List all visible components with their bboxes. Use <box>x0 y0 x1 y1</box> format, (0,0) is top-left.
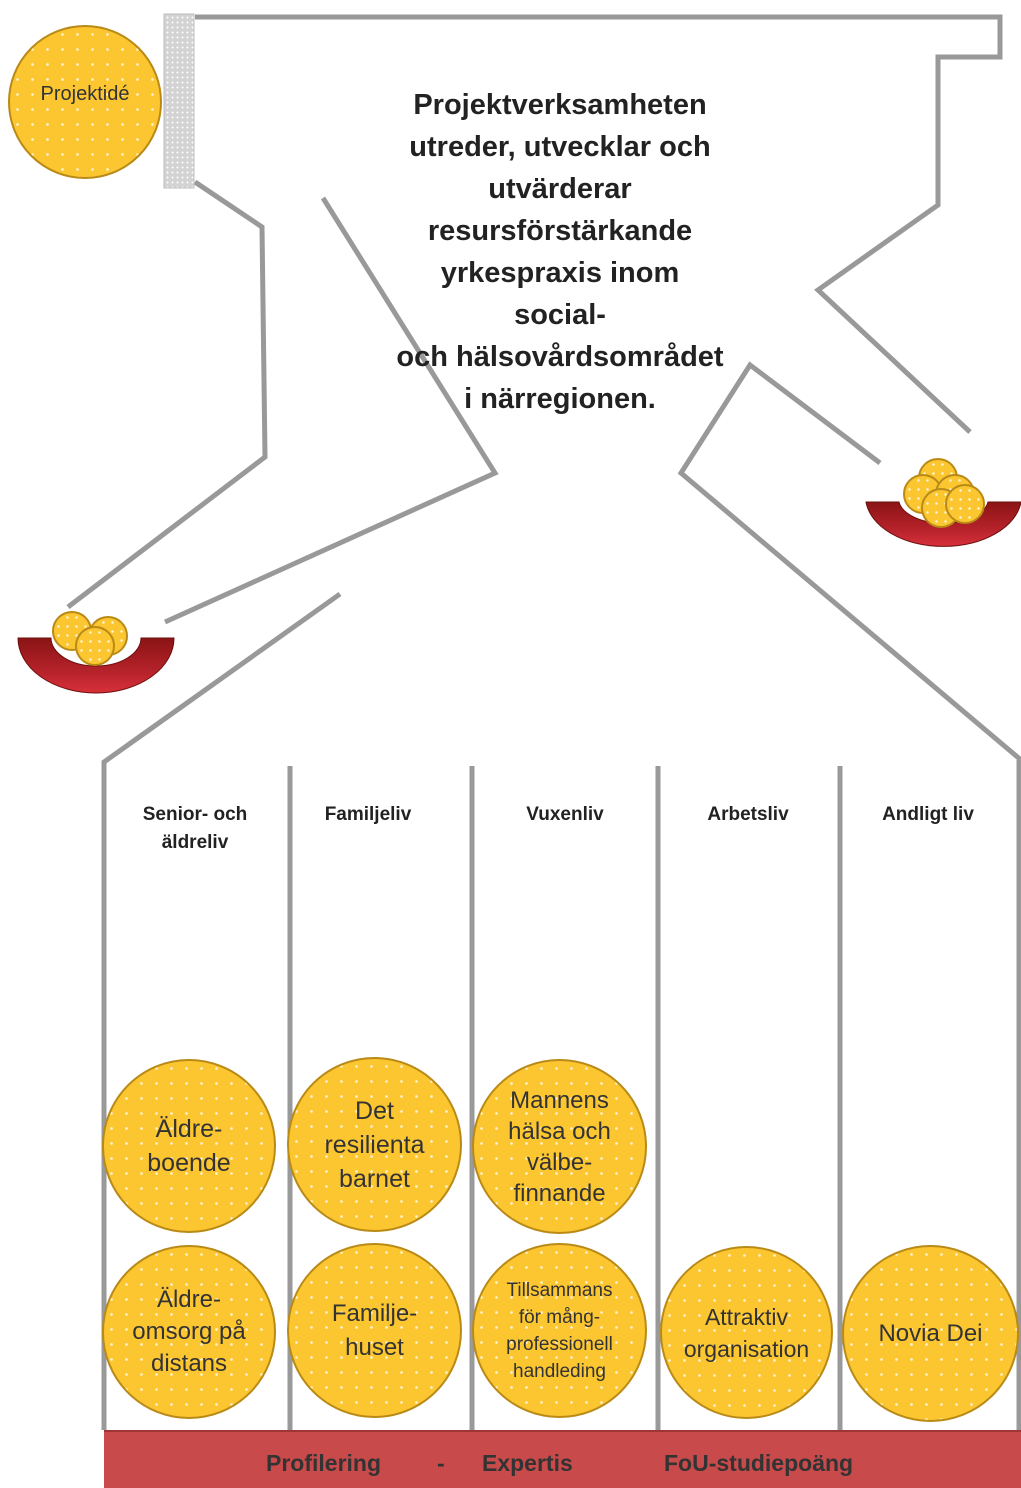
chute-outer-left <box>66 179 268 609</box>
project-ball-aldreboende: Äldre- boende <box>102 1059 276 1233</box>
footer-item-profilering: Profilering <box>266 1450 382 1476</box>
column-header-line: Senior- och <box>142 804 248 825</box>
headline: Projektverksamheten utreder, utvecklar o… <box>395 84 725 420</box>
chute-outer-top <box>195 14 1003 434</box>
headline-line: i närregionen. <box>464 383 656 415</box>
project-label-line: hälsa och <box>508 1117 611 1145</box>
project-label-line: huset <box>345 1333 404 1361</box>
headline-line: och hälsovårdsområdet <box>396 341 724 373</box>
bowl-left <box>17 637 175 694</box>
column-header-senior: Senior- och äldreliv <box>110 801 280 857</box>
project-label-line: Det <box>355 1096 394 1125</box>
column-header-familjeliv: Familjeliv <box>283 801 453 829</box>
project-label-line: Familje- <box>331 1299 418 1327</box>
bowl-ball <box>75 626 115 666</box>
project-label-line: Novia Dei <box>878 1319 983 1347</box>
project-ball-attraktiv-organisation: Attraktiv organisation <box>660 1246 833 1419</box>
column-header-line: Familjeliv <box>324 804 412 825</box>
bowl-ball <box>945 484 985 524</box>
project-label-line: handleding <box>513 1360 606 1382</box>
project-label-line: finnande <box>513 1179 606 1207</box>
column-header-arbetsliv: Arbetsliv <box>663 801 833 829</box>
project-label-line: resilienta <box>324 1130 425 1159</box>
project-label-line: Äldre- <box>155 1115 223 1143</box>
project-ball-familjehuset: Familje- huset <box>287 1243 462 1418</box>
project-label-line: organisation <box>683 1335 810 1362</box>
project-label-line: boende <box>147 1149 231 1177</box>
headline-line: utvärderar <box>488 173 632 205</box>
project-ball-aldreomsorg: Äldre- omsorg på distans <box>102 1245 276 1419</box>
project-label-line: Mannens <box>510 1086 609 1114</box>
column-header-line: Andligt liv <box>882 804 974 825</box>
funnel-outline <box>66 14 1021 1430</box>
column-header-line: Vuxenliv <box>526 804 604 825</box>
project-label-line: Tillsammans <box>506 1279 613 1301</box>
column-header-vuxenliv: Vuxenliv <box>480 801 650 829</box>
project-label-line: Attraktiv <box>704 1303 789 1330</box>
headline-line: resursförstärkande <box>427 215 693 247</box>
project-ball-novia-dei: Novia Dei <box>842 1245 1019 1422</box>
project-ball-tillsammans: Tillsammans för mång- professionell hand… <box>472 1243 647 1418</box>
funnel-left-wall <box>101 591 342 1430</box>
start-ball-label: Projektidé <box>40 82 130 105</box>
chute-inner-left <box>163 196 499 625</box>
project-label-line: distans <box>150 1350 228 1377</box>
footer-item-fou-studiepoang: FoU-studiepoäng <box>664 1450 854 1476</box>
headline-line: Projektverksamheten <box>413 89 707 121</box>
project-ball-mannens-halsa: Mannens hälsa och välbe- finnande <box>472 1059 647 1234</box>
headline-line: utreder, utvecklar och <box>409 131 711 163</box>
footer-item-expertis: Expertis <box>482 1450 573 1476</box>
chute-inner-right <box>677 361 1021 762</box>
footer-bar <box>104 1430 1021 1488</box>
headline-line: yrkespraxis inom social- <box>440 257 680 331</box>
start-ball-projektide: Projektidé <box>8 25 162 179</box>
footer-separator: - <box>437 1450 445 1476</box>
column-header-line: äldreliv <box>161 832 229 853</box>
column-header-line: Arbetsliv <box>707 804 789 825</box>
project-label-line: omsorg på <box>132 1318 246 1345</box>
column-header-andligt-liv: Andligt liv <box>843 801 1013 829</box>
project-label-line: välbe- <box>526 1148 593 1176</box>
project-ball-resilienta-barnet: Det resilienta barnet <box>287 1057 462 1232</box>
project-label-line: barnet <box>339 1164 410 1193</box>
project-label-line: professionell <box>506 1333 613 1355</box>
entry-gate <box>163 13 195 189</box>
project-label-line: för mång- <box>518 1306 601 1328</box>
project-label-line: Äldre- <box>156 1286 221 1313</box>
